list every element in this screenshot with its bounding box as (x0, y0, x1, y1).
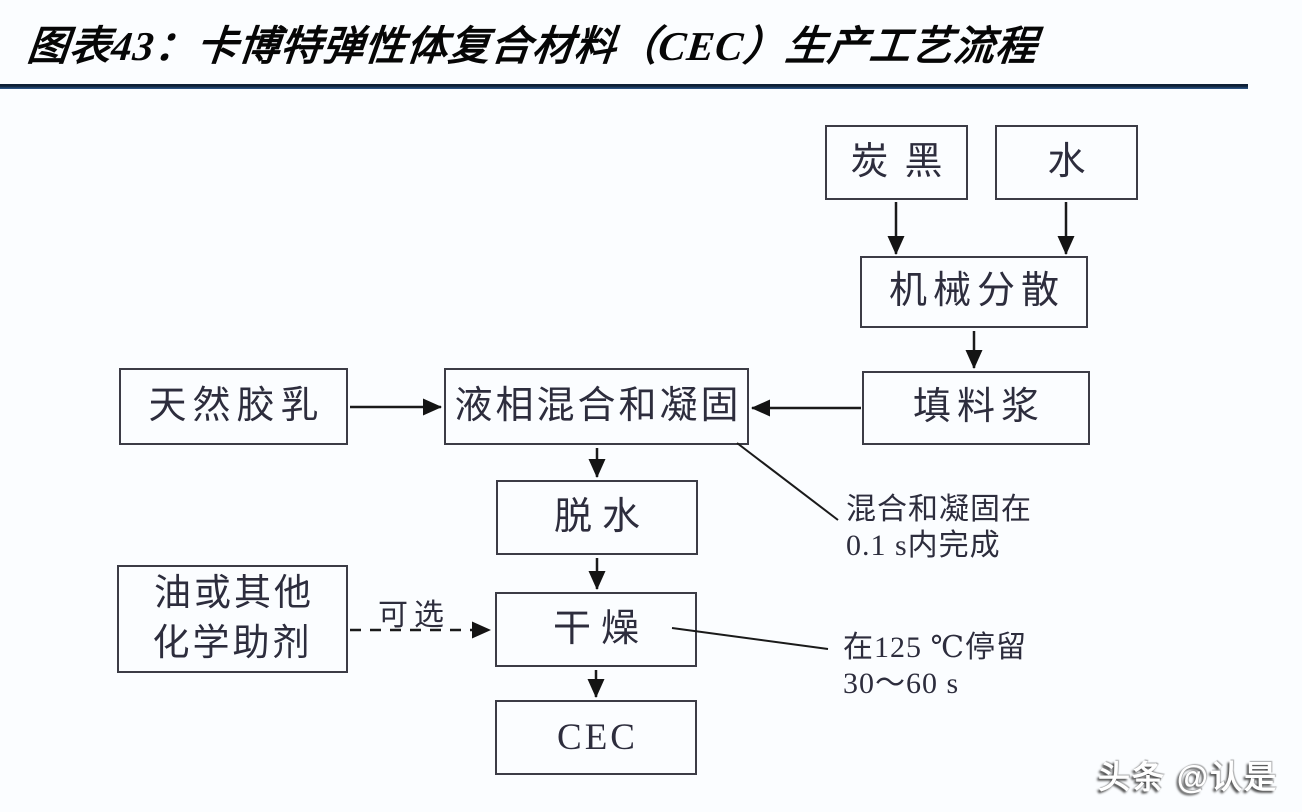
node-cec-label: CEC (557, 716, 638, 758)
node-filler-slurry-label: 填料浆 (912, 386, 1045, 429)
node-water-label: 水 (1047, 140, 1086, 183)
node-drying-label: 干燥 (552, 607, 649, 650)
callout-line-mixing-time-icon (736, 442, 839, 521)
node-mechanical-dispersion-label: 机械分散 (888, 270, 1065, 313)
node-oil-additives: 油或其他 化学助剂 (117, 565, 348, 673)
node-dewatering: 脱水 (496, 480, 698, 555)
figure-title: 图表43：卡博特弹性体复合材料（CEC）生产工艺流程 (25, 23, 1041, 69)
watermark: 头条 @认是 (1098, 759, 1279, 795)
node-mechanical-dispersion: 机械分散 (860, 256, 1088, 328)
node-carbon-black-label: 炭黑 (850, 140, 959, 183)
node-water: 水 (995, 125, 1138, 200)
node-dewatering-label: 脱水 (553, 495, 650, 538)
annotation-mixing-time: 混合和凝固在 0.1 s内完成 (846, 493, 1032, 562)
node-natural-latex-label: 天然胶乳 (148, 384, 325, 427)
title-underline (0, 84, 1248, 89)
node-oil-additives-label: 油或其他 化学助剂 (152, 573, 314, 664)
node-liquid-mixing-coagulation-label: 液相混合和凝固 (454, 384, 742, 427)
node-natural-latex: 天然胶乳 (119, 368, 348, 445)
edge-label-optional: 可选 (378, 599, 450, 632)
annotation-drying-condition: 在125 ℃停留 30～60 s (843, 631, 1028, 700)
node-filler-slurry: 填料浆 (862, 371, 1090, 445)
node-liquid-mixing-coagulation: 液相混合和凝固 (444, 368, 749, 445)
node-drying: 干燥 (495, 592, 697, 667)
node-carbon-black: 炭黑 (825, 125, 968, 200)
node-cec: CEC (495, 700, 697, 775)
